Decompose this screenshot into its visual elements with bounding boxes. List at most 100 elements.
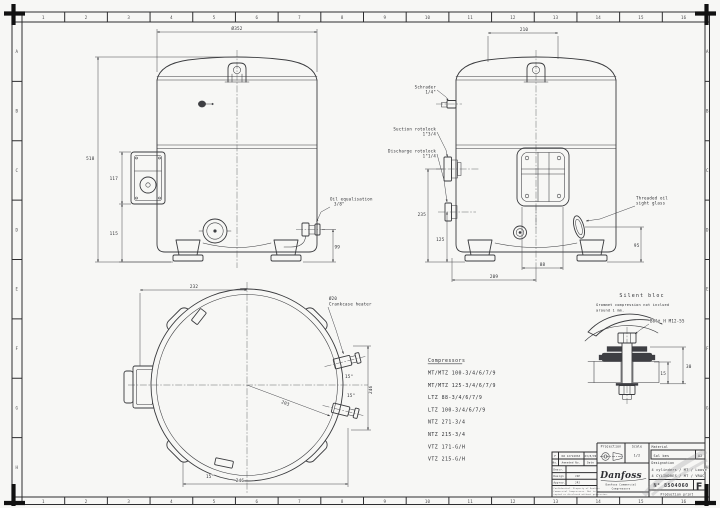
zone-label: 14 — [596, 15, 602, 20]
designation-line: 4 CYLINDRES / MT / VRAC — [652, 474, 705, 478]
zone-strips: 1122334455667788991010111112121313141415… — [12, 12, 710, 505]
dim-label: 15 — [660, 371, 666, 377]
rev-date: 23/8/99 — [585, 454, 597, 458]
discharge-rotolock-fitting — [438, 202, 476, 222]
label-line: Schrader — [415, 85, 437, 90]
detail-title: Silent bloc — [619, 293, 664, 299]
rev-change: DW 12724063 — [562, 454, 581, 458]
title-block-grid — [551, 442, 706, 497]
grommet-assembly — [587, 327, 660, 404]
zone-label: 8 — [341, 15, 344, 20]
zone-label: 13 — [553, 15, 559, 20]
logo-subtext: Compressors — [612, 487, 631, 491]
zone-label: 11 — [468, 15, 474, 20]
zone-label: 4 — [170, 499, 173, 504]
label-line: Suction rotolock — [393, 127, 436, 132]
zone-label: 8 — [341, 499, 344, 504]
label-line: Discharge rotolock — [388, 149, 436, 154]
zone-label: D — [706, 227, 709, 232]
zone-label: E — [706, 287, 709, 292]
mounting-feet — [464, 239, 608, 262]
label-line: Threaded oil — [636, 196, 668, 201]
danfoss-logo: Danfoss Danfoss Commercial Compressors — [599, 471, 647, 491]
oil-sight-glass-label: Threaded oil sight glass — [585, 195, 669, 222]
dim-oil-99: 99 — [303, 229, 341, 263]
material-cell: Material Sol bes A2 — [651, 445, 703, 459]
schrader-fitting — [436, 100, 462, 109]
angle-labels: 15° 15° 15° — [205, 373, 355, 480]
list-item: NTZ 215-3/4 — [428, 432, 465, 438]
zone-label: F — [15, 346, 18, 351]
field-label: Approv. — [554, 481, 566, 485]
zone-label: C — [15, 168, 18, 173]
zone-label: B — [15, 109, 18, 114]
zone-label: 12 — [510, 499, 516, 504]
side-view: 210 235 125 88 209 95 Schrader 1/4" Suct… — [387, 26, 669, 282]
bottom-plug — [513, 206, 537, 240]
terminal-box-side — [130, 151, 166, 205]
dim-label: 210 — [520, 27, 529, 33]
label-line: 1"3/4 — [423, 132, 437, 137]
zone-label: 11 — [468, 499, 474, 504]
zone-label: C — [706, 168, 709, 173]
fine-print-line: Commercial Compressors. Not to be — [554, 490, 601, 493]
rev-header: Amended No. — [562, 461, 581, 465]
crankcase-heater-label: Ø20 Crankcase heater — [327, 295, 372, 355]
projection-label: Projection — [601, 445, 622, 449]
rev-header: No. — [553, 461, 558, 465]
compressor-foot-leaf — [584, 313, 663, 342]
label-line: Ø20 — [329, 296, 337, 301]
dim-label: Ø352 — [231, 25, 242, 32]
title-block: F DW 12724063 23/8/99 No. Amended No. Da… — [551, 442, 708, 497]
rev-letter: F — [554, 454, 556, 458]
label-line: Crankcase heater — [329, 302, 372, 307]
list-item: VTZ 171-G/H — [428, 444, 465, 450]
material-value: Sol bes — [654, 454, 670, 458]
lifting-lug — [523, 62, 549, 83]
dim-outer-30: 30 — [650, 346, 692, 385]
dim-center-209: 209 — [451, 258, 537, 282]
zone-label: 1 — [42, 499, 45, 504]
dim-inner-15: 15 — [654, 361, 671, 384]
discharge-fitting-top — [322, 402, 364, 419]
lifting-lug — [224, 62, 250, 83]
dim-label: 125 — [436, 237, 445, 243]
detail-note: around 1 mm. — [596, 309, 624, 313]
sheet-frame: 1122334455667788991010111112121313141415… — [4, 4, 716, 506]
shell-plug — [198, 100, 214, 108]
corner-marks — [4, 4, 716, 506]
field-value: JSP — [575, 474, 580, 478]
zone-label: G — [706, 405, 709, 410]
zone-label: 5 — [213, 499, 216, 504]
dim-label: 203 — [280, 399, 290, 408]
oil-equalisation-fitting — [283, 222, 325, 248]
material-label: Material — [652, 445, 669, 449]
silent-bloc-detail: Silent bloc Grommet compression not incl… — [584, 292, 692, 404]
dim-label: 30 — [686, 364, 692, 370]
list-title: Compressors — [428, 358, 465, 364]
dim-diameter-352: Ø352 — [156, 24, 318, 72]
zone-label: G — [15, 405, 18, 410]
zone-label: 13 — [553, 499, 559, 504]
label-line: Oil equalisation — [330, 197, 373, 202]
dim-lower-115: 115 — [109, 203, 173, 263]
dim-label: 209 — [490, 274, 499, 280]
logo-subtext: Danfoss Commercial — [606, 483, 637, 487]
zone-label: A — [706, 49, 709, 54]
discharge-label: Discharge rotolock 1"1/4 — [387, 148, 448, 203]
list-item: LTZ 100-3/4/6/7/9 — [428, 407, 486, 413]
center-lines — [128, 282, 368, 494]
dim-sight-95: 95 — [585, 226, 644, 263]
dim-box-88: 88 — [521, 207, 564, 270]
zone-label: A — [15, 49, 18, 54]
dim-label: 232 — [190, 284, 199, 290]
dim-label: 88 — [540, 262, 546, 268]
front-view: Ø352 518 117 115 99 Oil equalisation 3/8… — [86, 24, 373, 268]
dim-label: 115 — [110, 231, 119, 237]
top-view: 203 232 246 246 15° 15° 15° Ø20 Crankcas… — [123, 282, 375, 494]
dim-box-117: 117 — [109, 151, 131, 205]
number-cell: N° 8504060 F Production print — [653, 482, 702, 497]
zone-label: 12 — [510, 15, 516, 20]
zone-label: B — [706, 109, 709, 114]
